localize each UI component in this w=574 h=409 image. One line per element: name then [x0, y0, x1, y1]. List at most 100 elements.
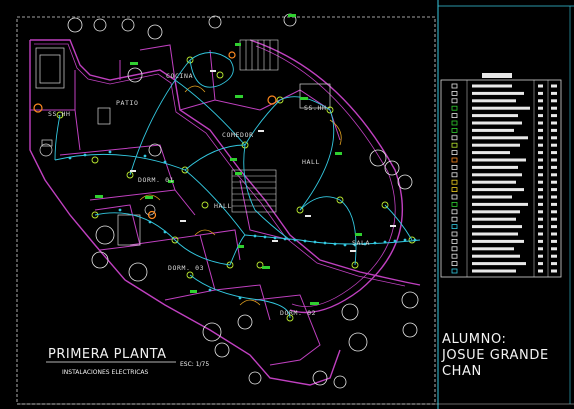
legend-symbol-icon [451, 150, 458, 156]
legend-quantity-bar [538, 128, 543, 132]
legend-symbol-icon [451, 231, 458, 237]
switch-symbols [95, 14, 362, 305]
legend-symbol-icon [451, 127, 458, 133]
legend-unit-bar [551, 262, 557, 266]
legend-description-bar [472, 239, 524, 243]
legend-symbol-icon [451, 187, 458, 193]
legend-quantity-bar [538, 99, 543, 103]
legend-symbol-icon [451, 157, 458, 163]
legend-description-bar [472, 262, 526, 266]
door-swings [139, 85, 342, 306]
legend-quantity-bar [538, 158, 543, 162]
legend-unit-bar [551, 180, 557, 184]
legend-unit-bar [551, 128, 557, 132]
legend-description-bar [472, 269, 516, 273]
legend-description-bar [472, 202, 528, 206]
plants [67, 13, 419, 389]
ceiling-lights [56, 56, 416, 322]
legend-quantity-bar [538, 188, 543, 192]
legend-description-bar [472, 247, 514, 251]
legend-description-bar [472, 225, 522, 229]
legend-unit-bar [551, 114, 557, 118]
legend-description-bar [472, 188, 524, 192]
legend-rows [451, 83, 557, 274]
legend-unit-bar [551, 158, 557, 162]
legend-quantity-bar [538, 247, 543, 251]
legend-unit-bar [551, 269, 557, 273]
legend-symbol-icon [451, 164, 458, 170]
legend-description-bar [472, 232, 518, 236]
legend-unit-bar [551, 210, 557, 214]
room-label-sala: SALA [352, 239, 370, 247]
legend-quantity-bar [538, 84, 543, 88]
legend-quantity-bar [538, 254, 543, 258]
legend-description-bar [472, 180, 516, 184]
legend-quantity-bar [538, 136, 543, 140]
legend-description-bar [472, 121, 522, 125]
legend-unit-bar [551, 143, 557, 147]
legend-quantity-bar [538, 217, 543, 221]
staircase [231, 39, 279, 213]
legend-quantity-bar [538, 121, 543, 125]
legend-symbol-icon [451, 194, 458, 200]
drawing-title-block: PRIMERA PLANTA ESC: 1/75 INSTALACIONES E… [46, 347, 209, 376]
legend-description-bar [472, 158, 526, 162]
legend-description-bar [472, 151, 510, 155]
legend-unit-bar [551, 217, 557, 221]
circuit-tags [130, 70, 396, 252]
legend-unit-bar [551, 84, 557, 88]
legend-frame [440, 79, 562, 278]
legend-symbol-icon [451, 216, 458, 222]
room-label-dorm02: DORM. 02 [280, 309, 316, 317]
room-label-dorm01: DORM. 01 [138, 176, 174, 184]
student-label: ALUMNO: [442, 332, 507, 347]
drawing-border [16, 16, 436, 405]
legend-unit-bar [551, 202, 557, 206]
legend-description-bar [472, 143, 520, 147]
legend-unit-bar [551, 91, 557, 95]
legend-description-bar [472, 106, 530, 110]
room-label-dorm03: DORM. 03 [168, 264, 204, 272]
legend-symbol-icon [451, 224, 458, 230]
legend-symbol-icon [451, 209, 458, 215]
wiring-runs [54, 52, 421, 319]
legend-symbol-icon [451, 253, 458, 259]
legend-description-bar [472, 165, 518, 169]
legend-symbol-icon [451, 238, 458, 244]
legend-symbol-icon [451, 201, 458, 207]
student-name-line2: CHAN [442, 364, 482, 379]
room-label-hall-top: HALL [302, 158, 320, 166]
room-label-comedor: COMEDOR [222, 131, 254, 139]
legend-unit-bar [551, 121, 557, 125]
drawing-subtitle: INSTALACIONES ELECTRICAS [62, 369, 149, 376]
legend-symbol-icon [451, 246, 458, 252]
room-labels: PATIO COCINA SS.HH SS.HH COMEDOR HALL DO… [48, 72, 370, 317]
legend-description-bar [472, 195, 512, 199]
legend-quantity-bar [538, 106, 543, 110]
floor-plan [29, 13, 421, 389]
legend-description-bar [472, 114, 518, 118]
legend-quantity-bar [538, 114, 543, 118]
legend-unit-bar [551, 136, 557, 140]
legend-description-bar [472, 84, 512, 88]
room-label-patio: PATIO [116, 99, 139, 107]
legend-symbol-icon [451, 98, 458, 104]
legend-quantity-bar [538, 262, 543, 266]
legend-quantity-bar [538, 195, 543, 199]
legend-unit-bar [551, 106, 557, 110]
legend-unit-bar [551, 173, 557, 177]
interior-walls [30, 44, 341, 366]
legend-symbol-icon [451, 135, 458, 141]
legend-header [482, 73, 512, 78]
legend-symbol-icon [451, 105, 458, 111]
legend-quantity-bar [538, 143, 543, 147]
legend-quantity-bar [538, 269, 543, 273]
legend-unit-bar [551, 188, 557, 192]
room-label-cocina: COCINA [166, 72, 193, 80]
student-name-line1: JOSUE GRANDE [441, 348, 549, 363]
legend-symbol-icon [451, 113, 458, 118]
legend-quantity-bar [538, 225, 543, 229]
student-block: ALUMNO: JOSUE GRANDE CHAN [441, 332, 549, 379]
room-label-sshh-small: SS.HH [304, 104, 327, 112]
